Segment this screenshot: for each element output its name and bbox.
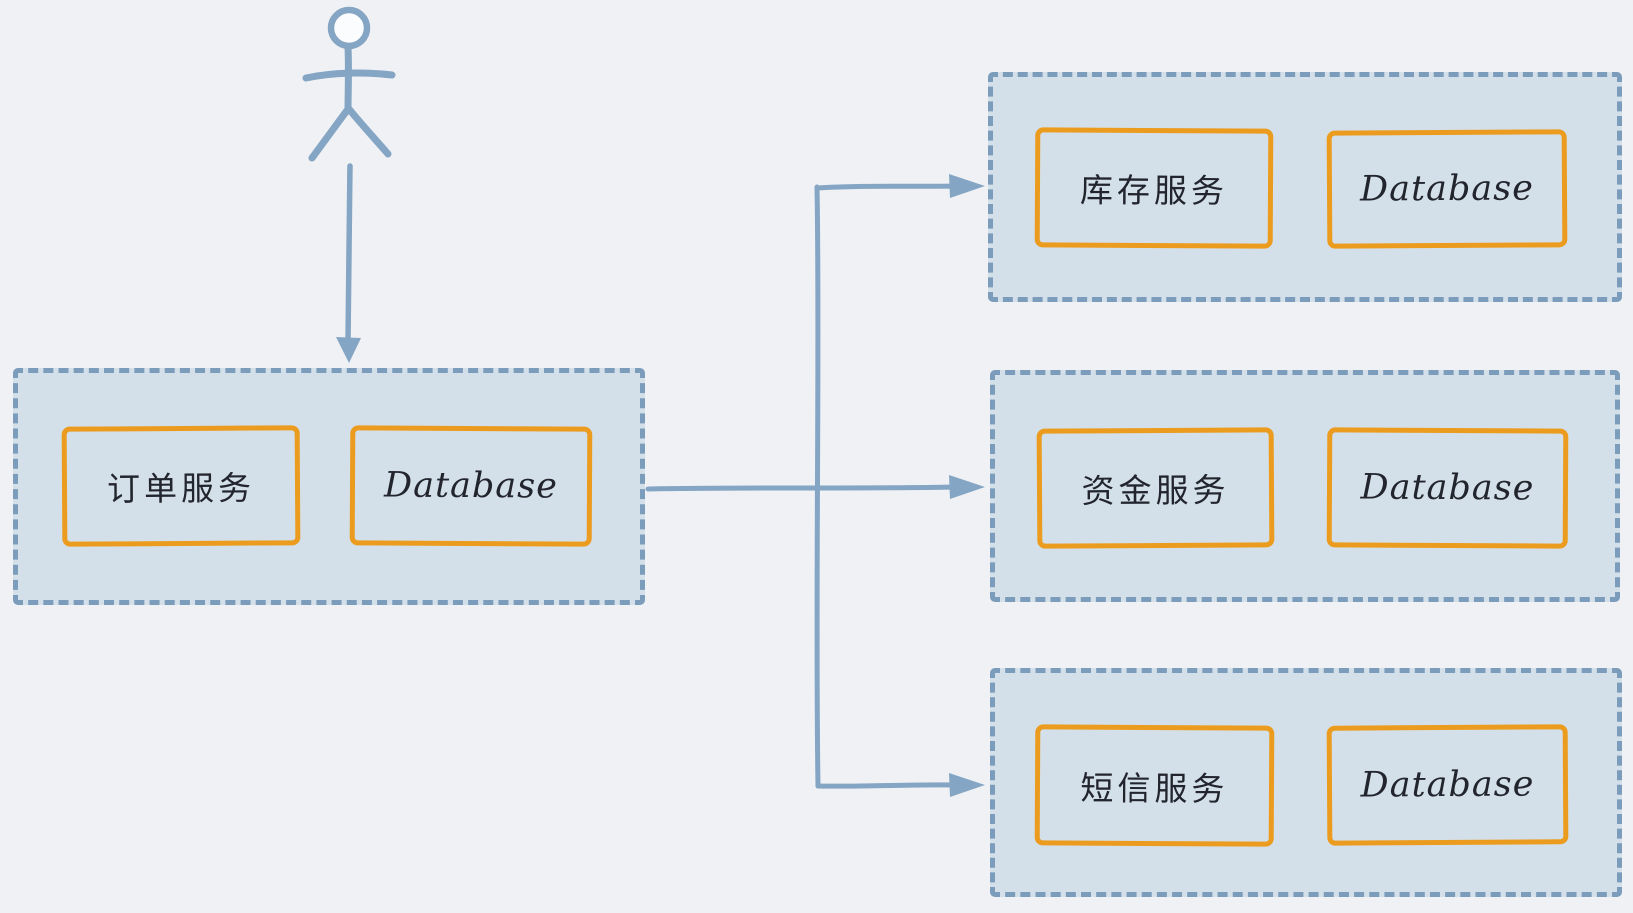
arrow-trunk[interactable] — [814, 184, 821, 789]
node-sms-database-label: Database — [1360, 764, 1535, 806]
arrow-actor-to-order[interactable] — [336, 163, 361, 363]
group-inventory-service[interactable]: 库存服务 Database — [988, 72, 1622, 302]
node-sms-service-label: 短信服务 — [1080, 768, 1229, 808]
node-inventory-database[interactable]: Database — [1326, 129, 1568, 249]
group-funds-service[interactable]: 资金服务 Database — [990, 370, 1620, 602]
node-funds-service[interactable]: 资金服务 — [1036, 427, 1275, 549]
node-funds-database[interactable]: Database — [1326, 427, 1569, 549]
node-inventory-service-label: 库存服务 — [1079, 170, 1229, 211]
node-order-service-label: 订单服务 — [106, 468, 256, 509]
node-funds-database-label: Database — [1360, 467, 1535, 509]
group-order-service[interactable]: 订单服务 Database — [13, 368, 645, 605]
node-order-database[interactable]: Database — [349, 425, 593, 547]
node-sms-database[interactable]: Database — [1326, 724, 1569, 846]
group-sms-service[interactable]: 短信服务 Database — [990, 668, 1622, 897]
node-order-service[interactable]: 订单服务 — [61, 425, 301, 547]
node-inventory-service[interactable]: 库存服务 — [1034, 127, 1274, 249]
arrow-order-to-sms[interactable] — [815, 773, 985, 797]
node-sms-service[interactable]: 短信服务 — [1034, 724, 1275, 847]
node-order-database-label: Database — [383, 465, 559, 507]
arrow-order-to-inventory[interactable] — [814, 174, 985, 198]
stick-figure-icon[interactable] — [302, 6, 396, 162]
arrow-order-to-funds[interactable] — [645, 475, 985, 499]
node-funds-service-label: 资金服务 — [1081, 470, 1230, 511]
node-inventory-database-label: Database — [1359, 168, 1535, 210]
